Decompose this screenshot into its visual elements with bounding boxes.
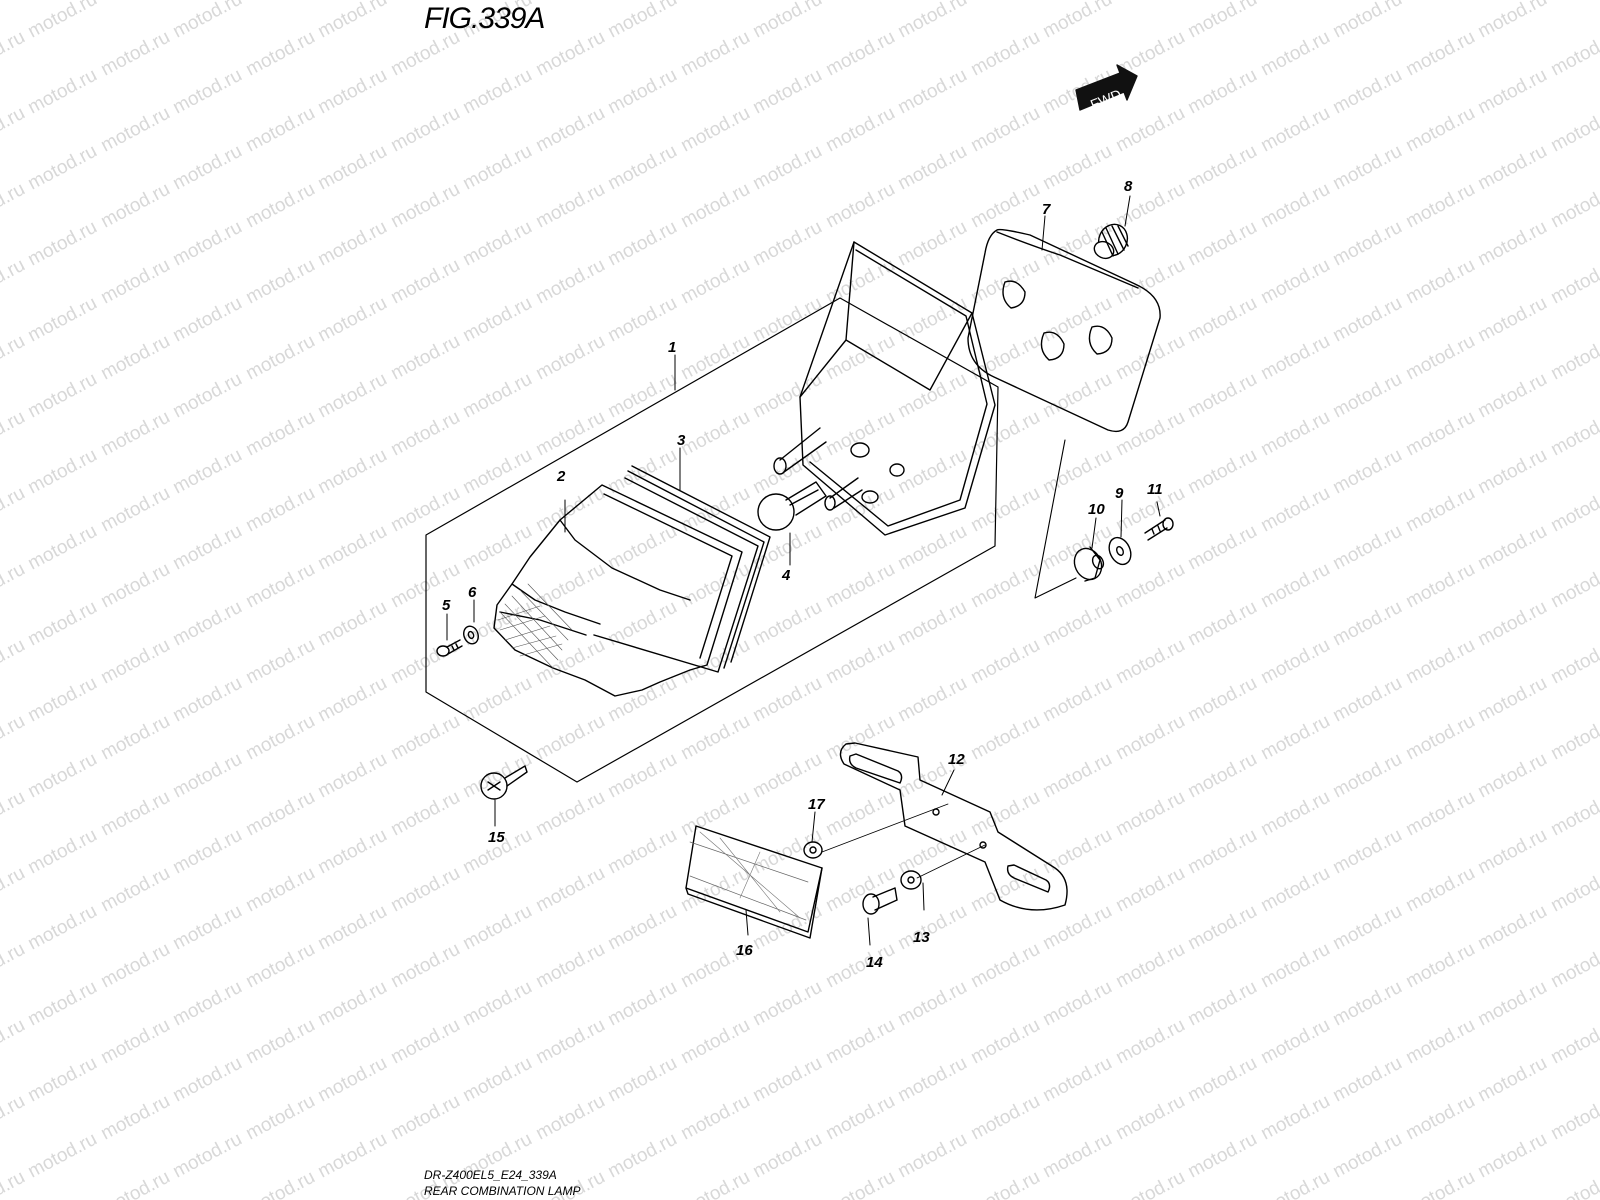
callout-9: 9: [1115, 485, 1124, 502]
model-code: DR-Z400EL5_E24_339A: [424, 1168, 557, 1182]
callout-11: 11: [1147, 481, 1163, 498]
callout-16: 16: [736, 942, 753, 959]
callout-7: 7: [1042, 201, 1051, 218]
lamp-cover: [967, 228, 1161, 433]
washer-9: [1108, 536, 1132, 566]
washer-6: [463, 625, 479, 645]
bulb: [757, 481, 827, 531]
callout-3: 3: [677, 432, 686, 449]
screw-15: [480, 765, 528, 800]
lens-reflector-pattern: [497, 583, 573, 669]
callout-12: 12: [948, 751, 965, 768]
callout-2: 2: [556, 468, 566, 485]
callout-leaders: [446, 195, 1161, 946]
callout-1: 1: [668, 339, 676, 356]
callout-17: 17: [808, 796, 825, 813]
license-bracket: [839, 742, 1068, 911]
grommet-8: [1093, 223, 1129, 260]
callout-13: 13: [913, 929, 930, 946]
figure-title: FIG.339A: [424, 2, 545, 35]
callout-10: 10: [1088, 501, 1105, 518]
fwd-arrow-icon: FWD: [1075, 64, 1138, 113]
washer-13: [900, 870, 922, 890]
screw-11: [1144, 517, 1174, 541]
cushion-10: [1073, 546, 1105, 582]
cover-mount-leader: [1034, 439, 1077, 599]
reflector-16: [685, 825, 823, 939]
callout-8: 8: [1124, 178, 1133, 195]
callout-6: 6: [468, 584, 477, 601]
callout-14: 14: [866, 954, 883, 971]
callout-labels: 1 2 3 4 5 6 7 8 9 10 11 12 13 14 15 16 1…: [442, 178, 1163, 971]
callout-15: 15: [488, 829, 505, 846]
lamp-housing: [773, 241, 996, 536]
screw-14: [862, 887, 898, 915]
nut-17: [803, 841, 823, 859]
diagram-caption: REAR COMBINATION LAMP: [424, 1184, 581, 1198]
lamp-gasket: [593, 465, 771, 673]
assembly-box-outline: [425, 297, 999, 783]
lamp-lens: [493, 484, 743, 697]
callout-4: 4: [781, 567, 791, 584]
screw-5: [436, 639, 463, 657]
callout-5: 5: [442, 597, 451, 614]
